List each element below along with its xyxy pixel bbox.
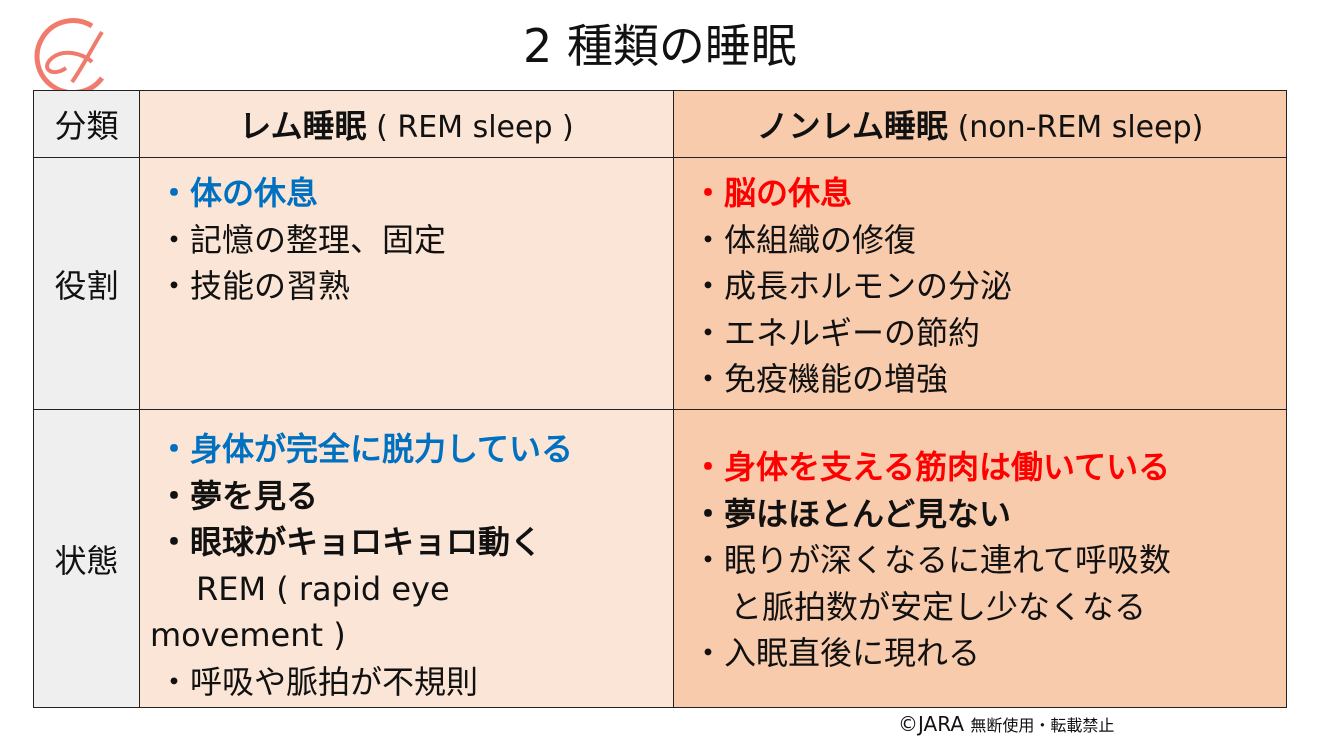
list-item: ・身体が完全に脱力している: [158, 430, 574, 468]
row-label-role: 役割: [33, 157, 140, 410]
copyright: ©JARA: [898, 712, 964, 736]
nrem-header: ノンレム睡眠 (non-REM sleep): [673, 90, 1287, 158]
rem-state-cell: ・身体が完全に脱力している ・夢を見る ・眼球がキョロキョロ動く REM ( r…: [139, 409, 674, 708]
usage-notice: 無断使用・転載禁止: [970, 716, 1115, 735]
table-header-row: 分類 レム睡眠 ( REM sleep ) ノンレム睡眠 (non-REM sl…: [33, 90, 1287, 158]
list-item: ・エネルギーの節約: [692, 313, 981, 352]
category-header: 分類: [33, 90, 140, 158]
list-item: ・成長ホルモンの分泌: [692, 267, 1013, 305]
list-item-continuation: movement ): [150, 616, 346, 654]
list-item-continuation: REM ( rapid eye: [196, 569, 450, 608]
list-item: ・夢はほとんど見ない: [692, 494, 1012, 533]
list-item: ・技能の習熟: [158, 267, 351, 305]
list-item: ・記憶の整理、固定: [158, 220, 447, 259]
sleep-comparison-table: 分類 レム睡眠 ( REM sleep ) ノンレム睡眠 (non-REM sl…: [33, 90, 1287, 708]
list-item: ・眠りが深くなるに連れて呼吸数: [692, 541, 1172, 579]
table-row-state: 状態 ・身体が完全に脱力している ・夢を見る ・眼球がキョロキョロ動く REM …: [33, 409, 1287, 708]
nrem-english: (non-REM sleep): [948, 110, 1204, 145]
table-row-role: 役割 ・体の休息 ・記憶の整理、固定 ・技能の習熟 ・脳の休息 ・体組織の修復 …: [33, 157, 1287, 410]
list-item-continuation: と脈拍数が安定し少なくなる: [730, 587, 1147, 626]
rem-role-cell: ・体の休息 ・記憶の整理、固定 ・技能の習熟: [139, 157, 674, 410]
list-item: ・夢を見る: [158, 476, 319, 515]
rem-title: レム睡眠: [239, 107, 367, 145]
rem-header: レム睡眠 ( REM sleep ): [139, 90, 674, 158]
nrem-state-cell: ・身体を支える筋肉は働いている ・夢はほとんど見ない ・眠りが深くなるに連れて呼…: [673, 409, 1287, 708]
rem-english: ( REM sleep ): [366, 110, 574, 145]
list-item: ・入眠直後に現れる: [692, 634, 981, 672]
list-item: ・脳の休息: [692, 174, 853, 212]
page-title: 2 種類の睡眠: [523, 19, 797, 73]
list-item: ・呼吸や脈拍が不規則: [158, 662, 479, 701]
list-item: ・眼球がキョロキョロ動く: [158, 523, 543, 561]
nrem-role-cell: ・脳の休息 ・体組織の修復 ・成長ホルモンの分泌 ・エネルギーの節約 ・免疫機能…: [673, 157, 1287, 410]
list-item: ・体の休息: [158, 174, 319, 212]
list-item: ・免疫機能の増強: [692, 360, 949, 398]
list-item: ・体組織の修復: [692, 220, 917, 259]
list-item: ・身体を支える筋肉は働いている: [692, 448, 1171, 486]
copyright-footer: ©JARA 無断使用・転載禁止: [898, 712, 1114, 736]
nrem-title: ノンレム睡眠: [756, 107, 949, 145]
row-label-state: 状態: [33, 409, 140, 708]
